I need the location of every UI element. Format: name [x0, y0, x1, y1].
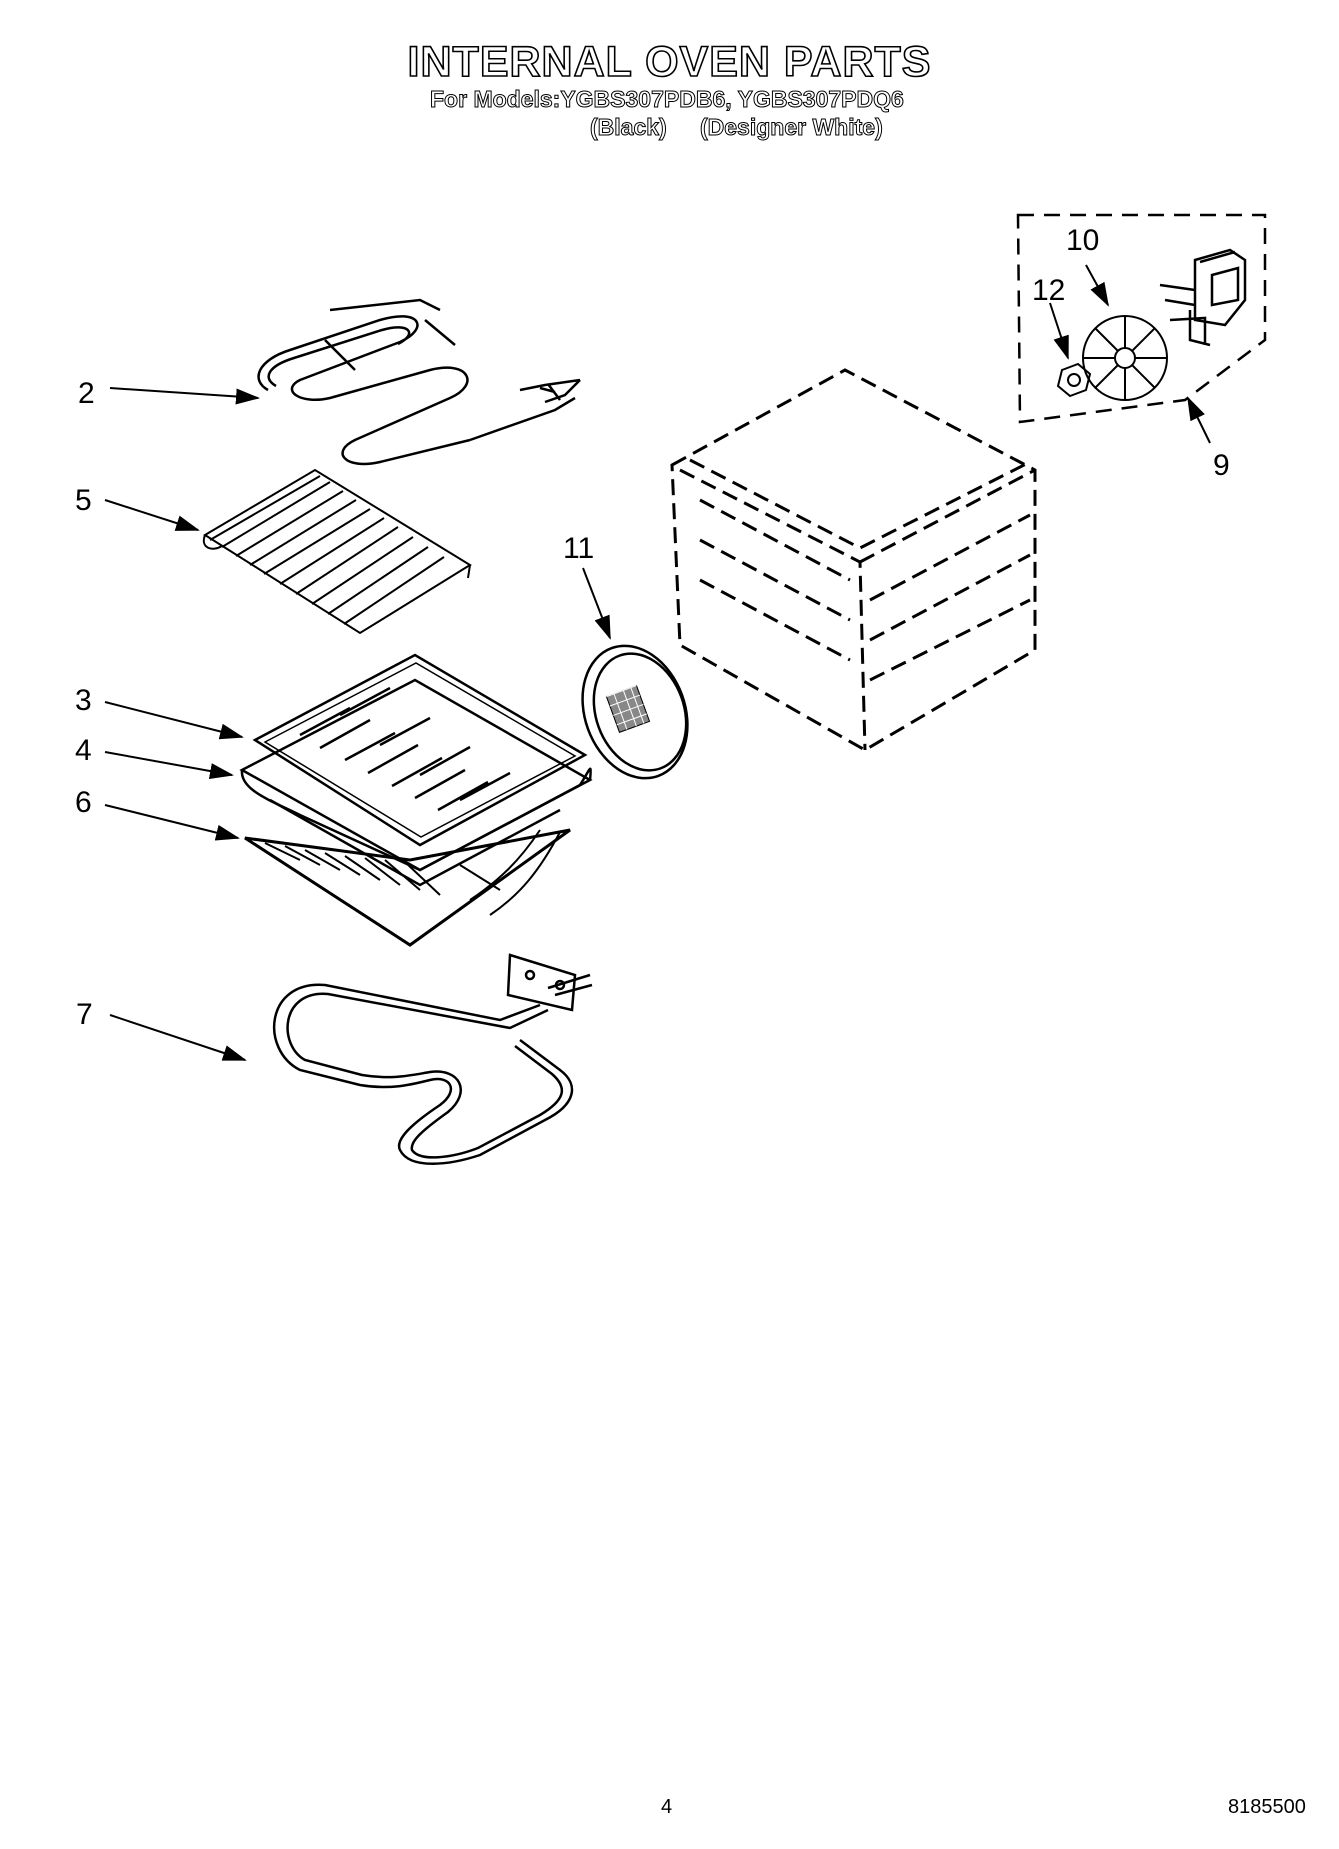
callout-5: 5: [75, 484, 92, 517]
nut-part: [1056, 362, 1092, 398]
callout-2: 2: [78, 377, 95, 410]
oven-rack-part: [244, 828, 571, 947]
oven-cavity-outline: [670, 368, 1037, 752]
callout-3: 3: [75, 684, 92, 717]
callout-6: 6: [75, 786, 92, 819]
callout-12: 12: [1032, 274, 1065, 307]
fan-cover-part: [581, 644, 689, 780]
fan-blade-part: [1082, 315, 1168, 401]
callout-10: 10: [1066, 224, 1099, 257]
broiler-pan-part: [239, 653, 593, 887]
callout-4: 4: [75, 734, 92, 767]
broil-element-part: [257, 298, 581, 466]
page-number: 4: [661, 1796, 673, 1818]
callout-9: 9: [1213, 449, 1230, 482]
variant-black: (Black): [590, 114, 668, 141]
bake-element-part: [272, 953, 593, 1165]
variant-white: (Designer White): [700, 114, 884, 141]
fan-motor-part: [1159, 248, 1247, 347]
document-number: 8185500: [1228, 1796, 1306, 1818]
callout-7: 7: [76, 998, 93, 1031]
callout-arrows: [104, 264, 1211, 1061]
page-title: INTERNAL OVEN PARTS: [407, 37, 932, 87]
models-line: For Models:YGBS307PDB6, YGBS307PDQ6: [430, 86, 905, 113]
fan-assembly-group: [1016, 213, 1267, 424]
oven-shield-part: [202, 468, 472, 635]
callout-11: 11: [563, 532, 594, 565]
